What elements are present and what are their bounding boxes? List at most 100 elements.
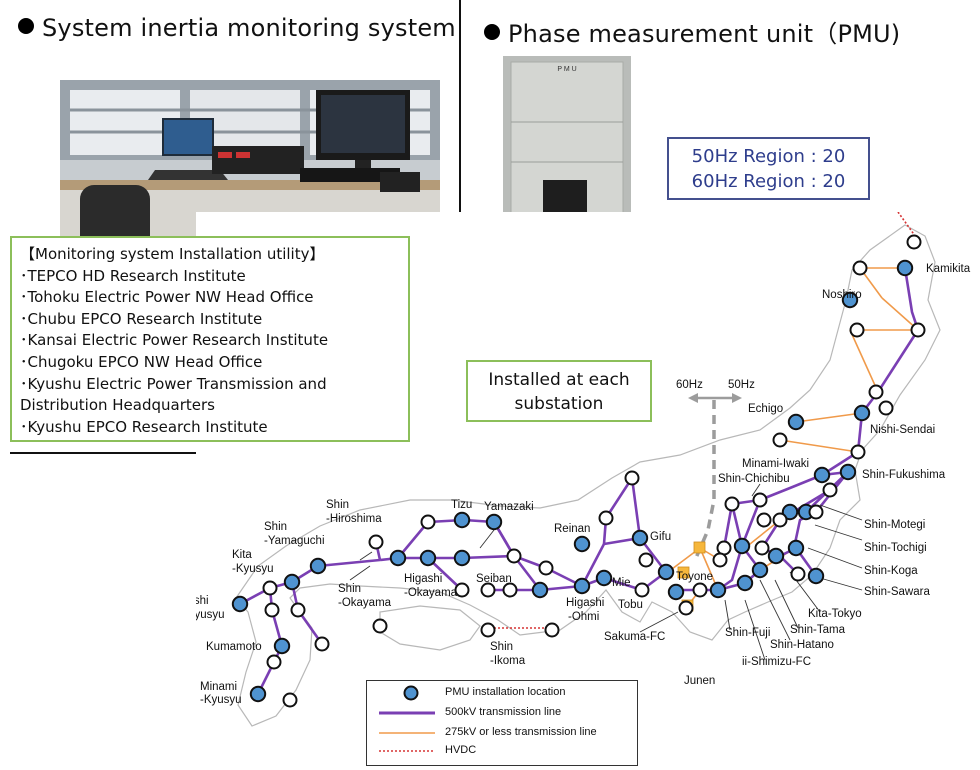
label-higashi-okayama-1: Higashi xyxy=(404,573,442,585)
utility-list-item: ･Kyushu EPCO Research Institute xyxy=(20,417,268,436)
pmu-node xyxy=(736,574,754,592)
utility-list-item: ･Kyushu Electric Power Transmission and xyxy=(20,374,327,393)
pmu-node xyxy=(309,557,327,575)
right-title-text: Phase measurement unit（PMU) xyxy=(508,20,901,48)
label-higashi-ohmi-1: Higashi xyxy=(566,597,604,609)
pmu-node xyxy=(807,567,825,585)
label-shin-fuji: Shin-Fuji xyxy=(725,627,770,639)
label-tobu: Tobu xyxy=(618,599,643,611)
installed-note-line2: substation xyxy=(514,394,604,414)
label-shin-tama: Shin-Tama xyxy=(790,624,846,636)
pmu-node xyxy=(839,463,857,481)
bullet-icon xyxy=(18,18,34,34)
pmu-node xyxy=(231,595,249,613)
pmu-node xyxy=(273,637,291,655)
utility-list-item: Distribution Headquarters xyxy=(20,396,215,415)
label-shin-ikoma-2: -Ikoma xyxy=(490,655,526,667)
pmu-node xyxy=(896,259,914,277)
utility-list-box: 【Monitoring system Installation utility】… xyxy=(10,236,410,442)
label-shin-sawara: Shin-Sawara xyxy=(864,586,930,598)
pmu-node xyxy=(485,513,503,531)
legend-pmu-row: PMU installation location xyxy=(367,685,637,701)
left-section-title: System inertia monitoring system xyxy=(18,14,456,42)
freq-boundary xyxy=(688,393,742,559)
pmu-node xyxy=(573,535,591,553)
label-minami-iwaki: Minami-Iwaki xyxy=(742,458,809,470)
pmu-node xyxy=(531,581,549,599)
label-shin-yamaguchi-1: Shin xyxy=(264,521,287,533)
label-shin-fukushima: Shin-Fukushima xyxy=(862,469,946,481)
pmu-node xyxy=(767,547,785,565)
label-nishi-kyusyu-1: Nishi xyxy=(196,595,209,607)
right-section-title: Phase measurement unit（PMU) xyxy=(484,14,900,49)
label-shin-hiroshima-1: Shin xyxy=(326,499,349,511)
label-kita-kyusyu-2: -Kyusyu xyxy=(232,563,274,575)
label-higashi-okayama-2: -Okayama xyxy=(404,587,458,599)
pmu-node xyxy=(787,539,805,557)
label-shin-okayama-2: -Okayama xyxy=(338,597,392,609)
installed-note-line1: Installed at each xyxy=(488,370,630,390)
legend-500kv-label: 500kV transmission line xyxy=(445,706,562,718)
pmu-node xyxy=(389,549,407,567)
pmu-node xyxy=(787,413,805,431)
pmu-node xyxy=(709,581,727,599)
label-nishi-kyusyu-2: -Kyusyu xyxy=(196,609,225,621)
label-toyone: Toyone xyxy=(676,571,713,583)
label-reinan: Reinan xyxy=(554,523,590,535)
legend-275kv-label: 275kV or less transmission line xyxy=(445,726,597,738)
label-tizu: Tizu xyxy=(451,499,472,511)
line-hvdc-icon xyxy=(379,750,435,752)
line-275kv-icon xyxy=(379,732,435,734)
label-shin-shimizu-fc: ii-Shimizu-FC xyxy=(742,656,811,668)
bullet-icon xyxy=(484,24,500,40)
pmu-node xyxy=(453,511,471,529)
pmu-node xyxy=(453,549,471,567)
pmu-node xyxy=(667,583,685,601)
pmu-cabinet-label: P M U xyxy=(557,66,577,73)
label-echigo: Echigo xyxy=(748,403,783,415)
label-noshiro: Noshiro xyxy=(822,289,862,301)
pmu-node xyxy=(573,577,591,595)
freq-label-60hz: 60Hz xyxy=(676,379,703,391)
installed-note-box: Installed at each substation xyxy=(466,360,652,422)
label-yamazaki: Yamazaki xyxy=(484,501,534,513)
label-sakuma-fc: Sakuma-FC xyxy=(604,631,665,643)
land-outline xyxy=(235,224,941,727)
label-minami-kyusyu-2: -Kyusyu xyxy=(200,694,242,706)
pmu-node xyxy=(249,685,267,703)
freq-label-50hz: 50Hz xyxy=(728,379,755,391)
pmu-node xyxy=(813,466,831,484)
label-pointers xyxy=(349,483,863,661)
pmu-nodes xyxy=(231,259,914,703)
utility-list-item: ･Chugoku EPCO NW Head Office xyxy=(20,352,263,371)
pmu-node xyxy=(595,569,613,587)
pmu-marker-icon xyxy=(403,685,419,701)
region-60hz-count: 60Hz Region : 20 xyxy=(691,171,846,192)
pmu-node xyxy=(657,563,675,581)
pmu-node xyxy=(781,503,799,521)
pmu-node xyxy=(283,573,301,591)
label-shin-koga: Shin-Koga xyxy=(864,565,918,577)
region-50hz-count: 50Hz Region : 20 xyxy=(691,146,846,167)
label-shin-motegi: Shin-Motegi xyxy=(864,519,925,531)
pmu-node xyxy=(841,291,859,309)
label-shin-yamaguchi-2: -Yamaguchi xyxy=(264,535,325,547)
pmu-node xyxy=(853,404,871,422)
label-kamikita: Kamikita xyxy=(926,263,971,275)
label-seiban: Seiban xyxy=(476,573,512,585)
map-labels: Kamikita Noshiro Echigo Nishi-Sendai Min… xyxy=(183,263,971,706)
label-shin-okayama-1: Shin xyxy=(338,583,361,595)
pmu-node xyxy=(631,529,649,547)
utility-list-title: 【Monitoring system Installation utility】 xyxy=(20,245,325,263)
map-svg: Kamikita Noshiro Echigo Nishi-Sendai Min… xyxy=(183,211,971,727)
line-500kv-icon xyxy=(379,711,435,715)
label-shin-ikoma-1: Shin xyxy=(490,641,513,653)
label-shin-tochigi: Shin-Tochigi xyxy=(864,542,927,554)
map-legend: PMU installation location 500kV transmis… xyxy=(366,680,638,766)
label-higashi-ohmi-2: -Ohmi xyxy=(568,611,599,623)
pmu-node xyxy=(751,561,769,579)
label-gifu: Gifu xyxy=(650,531,671,543)
label-nishi-sendai: Nishi-Sendai xyxy=(870,424,935,436)
legend-pmu-label: PMU installation location xyxy=(445,686,566,698)
label-junen: Junen xyxy=(684,675,715,687)
